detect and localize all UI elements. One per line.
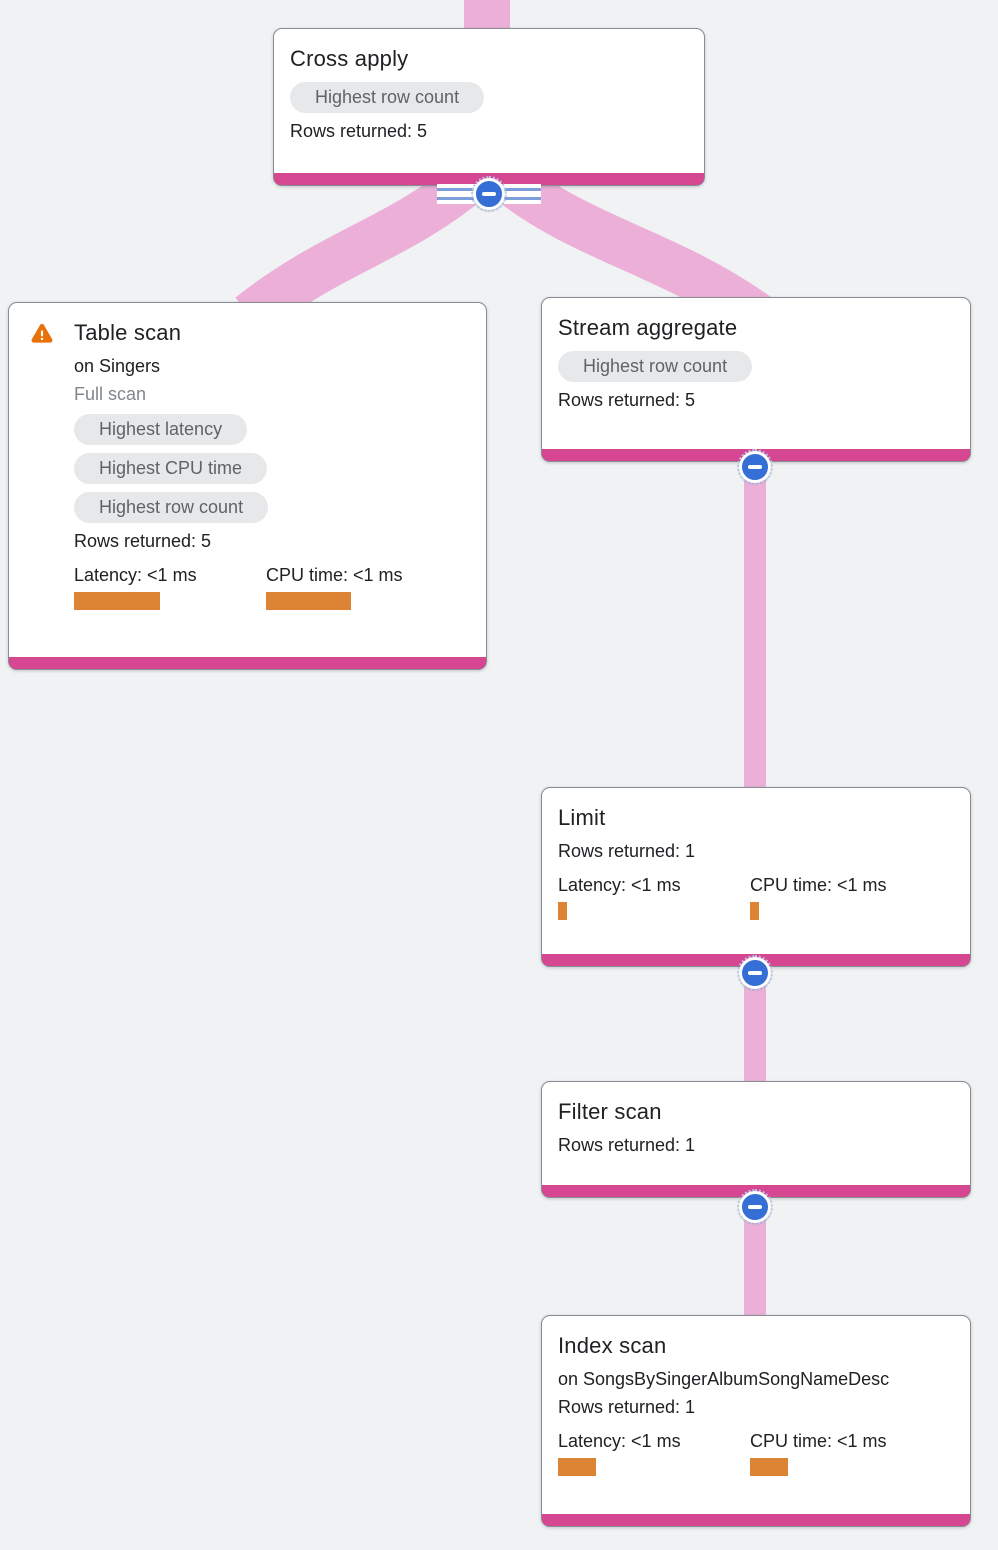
latency-bar [558,902,567,920]
rows-returned-label: Rows returned: 1 [558,1135,696,1155]
node-title: Limit [558,805,606,830]
node-accent-bar [542,1514,970,1526]
plan-node-stream-aggregate[interactable]: Stream aggregate Highest row count Rows … [541,297,971,462]
status-badge: Highest row count [558,351,753,382]
node-title: Table scan [74,320,182,345]
cpu-time-bar [750,1458,788,1476]
warning-icon [29,321,55,352]
node-accent-bar [9,657,486,669]
minus-icon [482,192,496,196]
plan-node-table-scan[interactable]: Table scan on Singers Full scan Highest … [8,302,487,670]
minus-icon [748,971,762,975]
cpu-time-bar [266,592,351,610]
status-badge: Highest row count [290,82,485,113]
plan-node-index-scan[interactable]: Index scan on SongsBySingerAlbumSongName… [541,1315,971,1527]
edge-parent-to-cross-apply [464,0,510,32]
edge-cross-apply-to-stream-aggregate [491,159,771,336]
collapse-stream-aggregate-button[interactable] [737,449,773,485]
rows-returned-label: Rows returned: 5 [558,390,696,410]
cpu-time-bar [750,902,759,920]
status-badge: Highest row count [74,492,269,523]
status-badge: Highest latency [74,414,248,445]
plan-node-filter-scan[interactable]: Filter scan Rows returned: 1 [541,1081,971,1198]
rows-returned-label: Rows returned: 1 [558,1397,696,1417]
rows-returned-label: Rows returned: 5 [290,121,428,141]
node-title: Cross apply [290,46,409,71]
latency-bar [558,1458,596,1476]
rows-returned-label: Rows returned: 5 [74,531,212,551]
cpu-time-label: CPU time: <1 ms [750,1431,887,1451]
collapse-filter-scan-button[interactable] [737,1189,773,1225]
node-subtitle: on SongsBySingerAlbumSongNameDesc [558,1369,890,1389]
latency-bar [74,592,160,610]
minus-icon [748,1205,762,1209]
node-title: Stream aggregate [558,315,738,340]
latency-label: Latency: <1 ms [558,1431,681,1451]
plan-node-limit[interactable]: Limit Rows returned: 1 Latency: <1 ms CP… [541,787,971,967]
node-title: Filter scan [558,1099,662,1124]
node-title: Index scan [558,1333,667,1358]
full-scan-note: Full scan [74,384,147,404]
latency-label: Latency: <1 ms [74,565,197,585]
node-subtitle: on Singers [74,356,161,376]
plan-node-cross-apply[interactable]: Cross apply Highest row count Rows retur… [273,28,705,186]
status-badge: Highest CPU time [74,453,268,484]
collapse-limit-button[interactable] [737,955,773,991]
latency-label: Latency: <1 ms [558,875,681,895]
minus-icon [748,465,762,469]
collapse-cross-apply-button[interactable] [471,176,507,212]
cpu-time-label: CPU time: <1 ms [750,875,887,895]
cpu-time-label: CPU time: <1 ms [266,565,403,585]
rows-returned-label: Rows returned: 1 [558,841,696,861]
